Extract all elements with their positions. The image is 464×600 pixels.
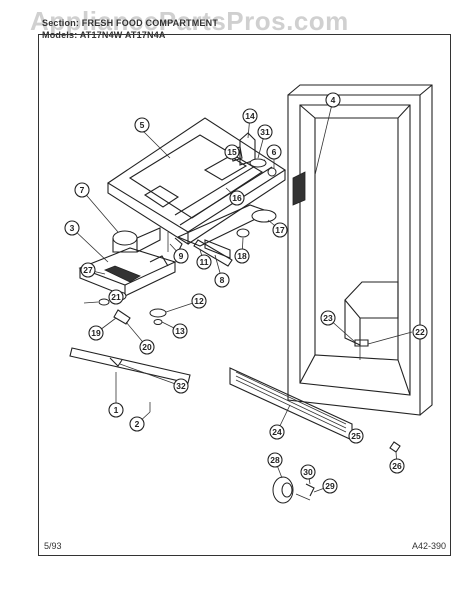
svg-text:23: 23 [323, 313, 333, 323]
diagram-frame [38, 34, 451, 556]
svg-text:4: 4 [331, 95, 336, 105]
callout-22: 22 [412, 324, 428, 340]
callout-20: 20 [139, 339, 155, 355]
callout-6: 6 [266, 144, 282, 160]
svg-text:6: 6 [272, 147, 277, 157]
callout-27: 27 [80, 262, 96, 278]
callout-15: 15 [224, 144, 240, 160]
svg-text:28: 28 [270, 455, 280, 465]
svg-text:25: 25 [351, 431, 361, 441]
damper-motor-base [78, 227, 177, 325]
grille [229, 367, 353, 441]
callout-2: 2 [129, 416, 145, 432]
svg-text:29: 29 [325, 481, 335, 491]
svg-text:5: 5 [140, 120, 145, 130]
svg-text:26: 26 [392, 461, 402, 471]
svg-text:21: 21 [111, 292, 121, 302]
callout-7: 7 [74, 182, 90, 198]
svg-text:32: 32 [176, 381, 186, 391]
svg-text:16: 16 [232, 193, 242, 203]
callout-5: 5 [134, 117, 150, 133]
callout-24: 24 [269, 424, 285, 440]
callout-31: 31 [257, 124, 273, 140]
callout-8: 8 [214, 272, 230, 288]
callout-16: 16 [229, 190, 245, 206]
footer-code: A42-390 [411, 541, 446, 551]
watermark: AppliancePartsPros.com [30, 6, 349, 36]
light-socket [354, 339, 369, 360]
svg-text:11: 11 [200, 257, 209, 267]
models-line: Models: AT17N4W AT17N4A [42, 30, 166, 40]
callout-25: 25 [348, 428, 364, 444]
callout-30: 30 [300, 464, 316, 480]
svg-text:18: 18 [237, 251, 247, 261]
svg-text:20: 20 [142, 342, 152, 352]
cabinet [287, 84, 433, 416]
callout-32: 32 [173, 378, 189, 394]
svg-text:3: 3 [70, 223, 75, 233]
callout-17: 17 [272, 222, 288, 238]
callout-14: 14 [242, 108, 258, 124]
callout-28: 28 [267, 452, 283, 468]
svg-text:19: 19 [91, 328, 101, 338]
svg-text:15: 15 [227, 147, 237, 157]
damper-parts [174, 204, 277, 259]
svg-text:7: 7 [80, 185, 85, 195]
callout-4: 4 [325, 92, 341, 108]
roller-parts [272, 429, 401, 504]
svg-text:9: 9 [179, 251, 184, 261]
callout-9: 9 [173, 248, 189, 264]
callout-23: 23 [320, 310, 336, 326]
callout-11: 11 [196, 254, 212, 270]
screws [167, 232, 233, 267]
svg-text:24: 24 [272, 427, 282, 437]
svg-text:30: 30 [303, 467, 313, 477]
svg-text:27: 27 [83, 265, 93, 275]
footer-date: 5/93 [44, 541, 62, 551]
svg-text:2: 2 [135, 419, 140, 429]
callout-29: 29 [322, 478, 338, 494]
callout-26: 26 [389, 458, 405, 474]
callout-1: 1 [108, 402, 124, 418]
callout-3: 3 [64, 220, 80, 236]
svg-text:8: 8 [220, 275, 225, 285]
svg-text:22: 22 [415, 327, 425, 337]
svg-text:13: 13 [175, 326, 185, 336]
callout-19: 19 [88, 325, 104, 341]
control-housing [106, 117, 287, 246]
callout-18: 18 [234, 248, 250, 264]
callout-21: 21 [108, 289, 124, 305]
callout-12: 12 [191, 293, 207, 309]
svg-text:17: 17 [275, 225, 285, 235]
trim-bracket [69, 347, 191, 412]
section-title: Section: FRESH FOOD COMPARTMENT [42, 18, 219, 28]
svg-text:12: 12 [194, 296, 204, 306]
svg-text:1: 1 [114, 405, 119, 415]
callout-13: 13 [172, 323, 188, 339]
svg-text:31: 31 [260, 127, 270, 137]
svg-text:14: 14 [245, 111, 255, 121]
